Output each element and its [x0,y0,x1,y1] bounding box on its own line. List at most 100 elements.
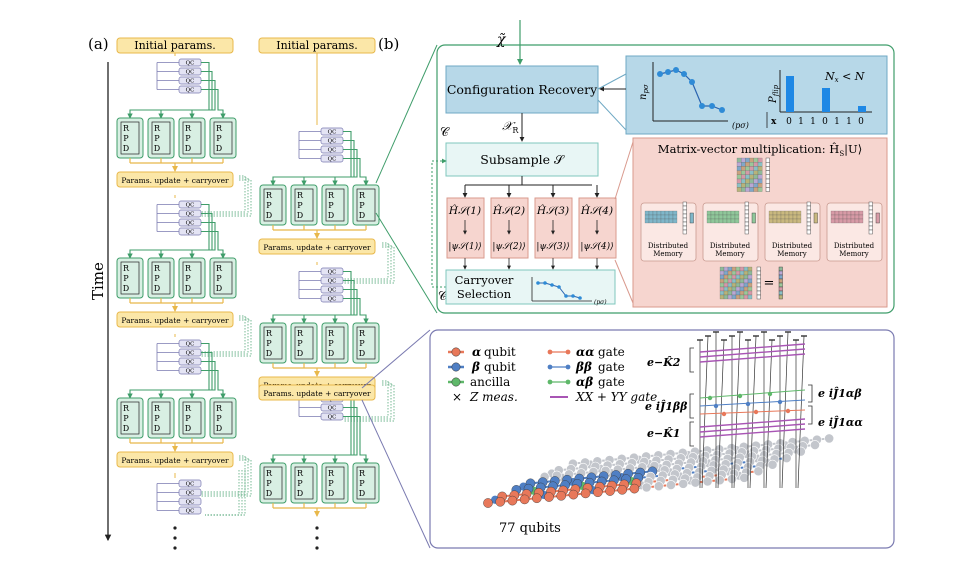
output-vector-cell [778,278,783,284]
gate-dot-3 [713,403,719,409]
result-matrix-cell [719,286,725,292]
qc-label: QC [328,270,337,276]
occ-point-2 [673,67,679,73]
result-matrix-cell [719,278,725,284]
x-row-value-2: 1 [810,117,816,127]
flip-bar-0 [786,76,794,112]
memory-matrix-cell [648,218,654,224]
memory-matrix-cell [796,214,802,220]
top-matrix-cell [741,170,746,175]
rpd-letter: D [328,211,334,220]
params-update-box-label: Params. update + carryover [121,316,229,325]
qc-label: QC [186,203,195,209]
memory-matrix-cell [652,210,658,216]
result-matrix-cell [727,290,733,296]
xxyy-layer-0-2 [699,353,806,363]
subsample-label: Subsample 𝒮 [480,152,566,167]
rpd-letter: D [297,349,303,358]
x-row-value-6: 0 [858,117,864,127]
carryover-dotted [201,457,249,495]
output-vector-cell [778,282,783,288]
memory-vector-cell [806,225,811,231]
panel-a-label: (a) [88,35,109,53]
output-vector-cell [778,270,783,276]
matvec-graphics: DistributedMemoryDistributedMemoryDistri… [640,157,883,300]
top-matrix-cell [741,187,746,192]
initial-params-box-label: Initial params. [134,39,215,52]
result-matrix-cell [731,290,737,296]
occ-x-label: (pσ) [732,121,749,130]
lattice-node [690,477,701,488]
qc-label: QC [328,406,337,412]
rpd-letter: P [185,274,191,283]
rpd-letter: R [123,264,130,273]
params-update-box [116,311,234,328]
memory-matrix-cell [784,210,790,216]
rpd-letter: R [266,191,273,200]
legend-aa-gate-dot2 [565,349,571,355]
lattice-node [495,496,506,507]
qc-label: QC [186,212,195,218]
output-vector-cell [778,290,783,296]
top-matrix-cell [745,157,750,163]
memory-matrix-cell [660,218,666,224]
gate-dot-4 [745,401,751,407]
matvec-link-top [614,141,634,200]
x-row-label: x [771,117,777,127]
lattice-node [483,498,493,508]
memory-vector-cell [744,221,749,227]
lattice-node [666,480,676,490]
memory-vector-cell [806,205,811,211]
rpd-letter: P [154,274,160,283]
lattice-node [519,494,530,505]
memory-vector-cell [868,209,873,215]
memory-vector-cell [682,213,687,219]
carryover-dotted [201,177,249,215]
rpd-letter: D [359,211,365,220]
top-matrix-cell [753,178,759,184]
rpd-letter: P [154,134,160,143]
top-matrix-cell [736,170,742,175]
qc-label: QC [328,279,337,285]
memory-matrix-cell [664,214,670,220]
memory-vector-cell [682,205,687,211]
rpd-letter: R [216,404,223,413]
gate-dot-1 [737,393,743,399]
memory-matrix-cell [648,210,654,216]
rpd-inner-1-1 [151,261,171,295]
bracket-left-1 [689,393,694,419]
ellipsis-3 [315,546,319,550]
top-matrix-cell [745,178,750,184]
qc-box-tail-3 [178,506,202,515]
memory-matrix-cell [788,210,794,216]
result-matrix-cell [735,286,741,292]
result-matrix-cell [739,274,745,280]
result-matrix-cell [723,290,729,296]
matvec-title: Matrix-vector multiplication: ĤS|U⟩ [658,142,862,158]
memory-matrix-cell [656,210,662,216]
lattice-node [629,483,640,494]
rpd-letter: P [297,201,303,210]
output-vector-cell [778,274,783,280]
result-matrix-cell [719,294,725,300]
rpd-letter: P [216,134,222,143]
carryover-selection-box [445,269,616,305]
rpd-inner-0-2 [182,121,202,155]
rpd-letter: P [297,339,303,348]
result-matrix-cell [727,266,733,272]
qubit-count: 77 qubits [499,521,561,536]
occ-point-6 [709,103,715,109]
lattice-node [714,475,725,486]
memory-matrix-cell [776,210,782,216]
rpd-letter: D [154,144,160,153]
carryover-loop [431,158,447,288]
legend-xxyy-label: XX + YY gate [575,390,657,404]
result-matrix-cell [719,274,725,280]
memory-matrix-cell [710,210,716,216]
top-matrix-cell [749,162,754,167]
gate-dot-6 [721,411,727,417]
result-matrix-cell [723,274,729,280]
rpd-letter: D [185,424,191,433]
result-matrix-cell [723,282,729,288]
memory-matrix-cell [672,218,678,224]
